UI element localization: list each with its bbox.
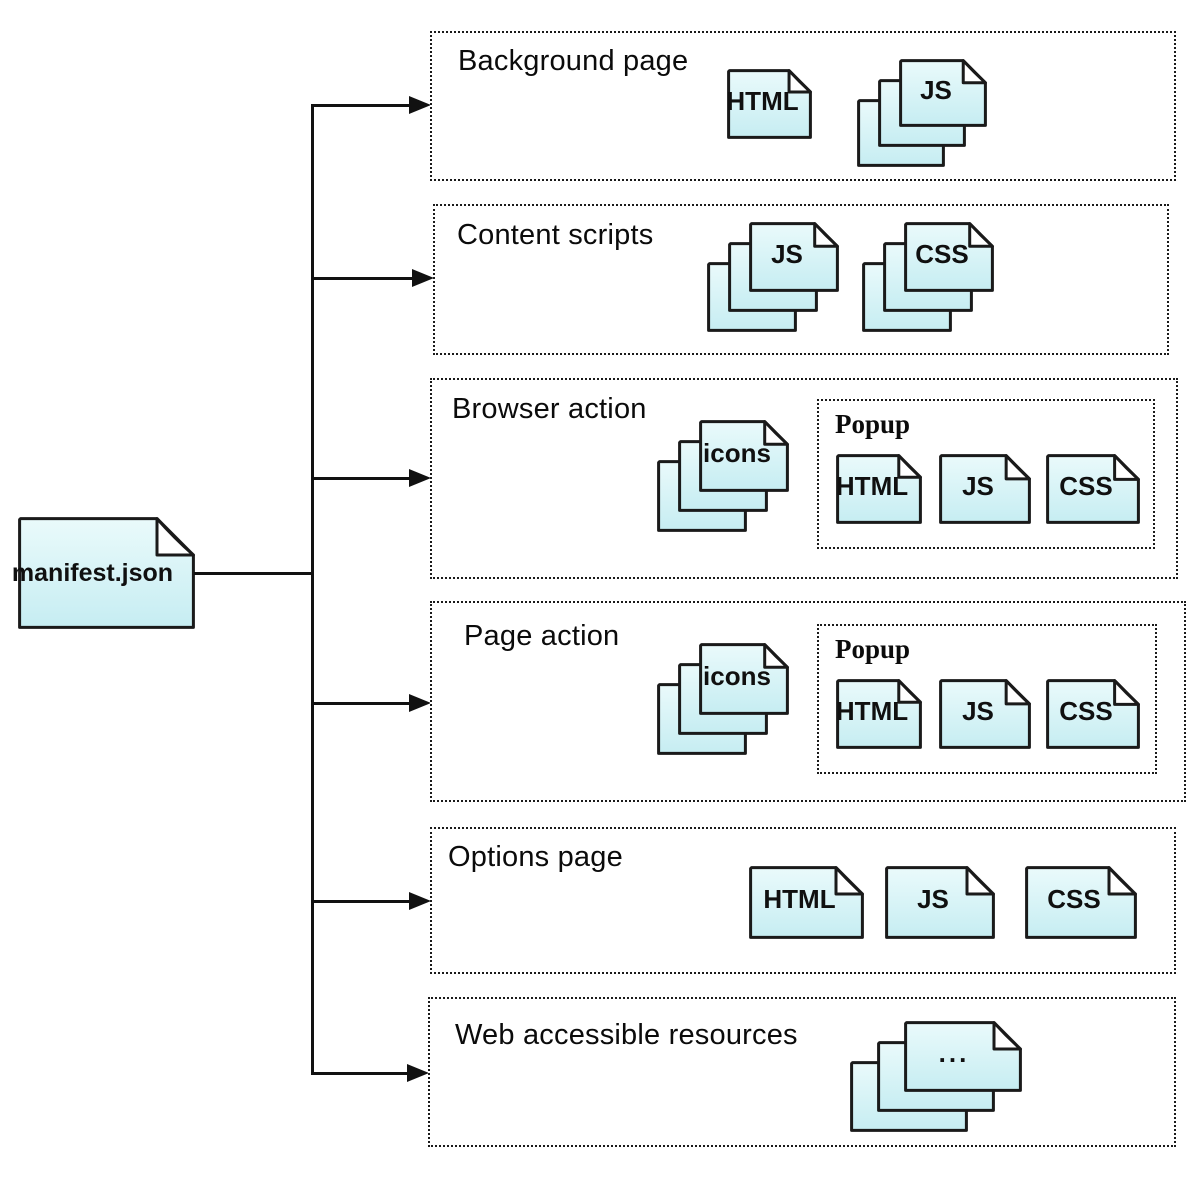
branch-line-browser-action bbox=[311, 477, 409, 480]
popup-title: Popup bbox=[835, 634, 911, 664]
file-icon-css: CSS bbox=[904, 222, 994, 292]
arrowhead-icon-page-action bbox=[409, 694, 431, 712]
file-label: HTML bbox=[835, 470, 909, 501]
section-title-options-page: Options page bbox=[448, 841, 623, 873]
section-title-content-scripts: Content scripts bbox=[457, 219, 654, 251]
branch-line-content bbox=[311, 277, 412, 280]
manifest-json-node: manifest.json bbox=[11, 517, 195, 629]
section-title-browser-action: Browser action bbox=[452, 393, 647, 425]
file-label: icons bbox=[703, 660, 771, 691]
branch-line-options bbox=[311, 900, 409, 903]
file-icon-icons: icons bbox=[699, 420, 789, 492]
arrowhead-icon-options bbox=[409, 892, 431, 910]
file-icon-css: CSS bbox=[1046, 454, 1140, 524]
file-label: CSS bbox=[1047, 884, 1101, 914]
arrowhead-icon-browser-action bbox=[409, 469, 431, 487]
arrowhead-icon-war bbox=[407, 1064, 429, 1082]
file-label: JS bbox=[920, 74, 952, 105]
branch-line-page-action bbox=[311, 702, 409, 705]
branch-line-war bbox=[311, 1072, 407, 1075]
file-label: ... bbox=[938, 1038, 970, 1068]
section-content-scripts: Content scripts JS CSS bbox=[433, 204, 1169, 355]
branch-line-background bbox=[311, 104, 409, 107]
file-label: HTML bbox=[763, 884, 836, 914]
file-label: icons bbox=[703, 437, 771, 468]
arrowhead-icon-content bbox=[412, 269, 434, 287]
popup-box: Popup HTML JS CSS bbox=[817, 399, 1155, 549]
file-icon-css: CSS bbox=[1025, 866, 1137, 939]
section-page-action: Page action icons Popup HTML JS CSS bbox=[430, 601, 1186, 802]
arrowhead-icon-background bbox=[409, 96, 431, 114]
file-icon-js: JS bbox=[939, 454, 1031, 524]
manifest-json-label: manifest.json bbox=[11, 558, 174, 587]
popup-title: Popup bbox=[835, 409, 911, 439]
manifest-connector-line bbox=[194, 572, 313, 575]
file-label: CSS bbox=[915, 238, 969, 269]
file-icon-html: HTML bbox=[836, 454, 922, 524]
file-label: CSS bbox=[1059, 695, 1113, 726]
file-label: JS bbox=[771, 238, 803, 269]
section-background-page: Background page HTML JS bbox=[430, 31, 1176, 181]
file-label: HTML bbox=[726, 85, 799, 116]
section-options-page: Options page HTML JS CSS bbox=[430, 827, 1176, 974]
section-title-web-accessible-resources: Web accessible resources bbox=[455, 1019, 798, 1051]
file-icon-html: HTML bbox=[836, 679, 922, 749]
file-label: HTML bbox=[835, 695, 909, 726]
file-label: JS bbox=[962, 470, 994, 501]
file-icon-html: HTML bbox=[749, 866, 864, 939]
file-icon-css: CSS bbox=[1046, 679, 1140, 749]
file-icon-js: JS bbox=[939, 679, 1031, 749]
file-icon-more-files: ... bbox=[904, 1021, 1022, 1092]
trunk-line bbox=[311, 104, 314, 1075]
file-label: CSS bbox=[1059, 470, 1113, 501]
file-icon-html: HTML bbox=[726, 69, 812, 139]
section-title-page-action: Page action bbox=[464, 620, 620, 652]
file-label: JS bbox=[962, 695, 994, 726]
section-web-accessible-resources: Web accessible resources ... bbox=[428, 997, 1176, 1147]
section-title-background-page: Background page bbox=[458, 45, 689, 77]
section-browser-action: Browser action icons Popup HTML JS CSS bbox=[430, 378, 1178, 579]
file-icon-js: JS bbox=[749, 222, 839, 292]
file-icon-js: JS bbox=[885, 866, 995, 939]
file-icon-js: JS bbox=[899, 59, 987, 127]
popup-box: Popup HTML JS CSS bbox=[817, 624, 1157, 774]
file-icon-icons: icons bbox=[699, 643, 789, 715]
file-label: JS bbox=[917, 884, 949, 914]
